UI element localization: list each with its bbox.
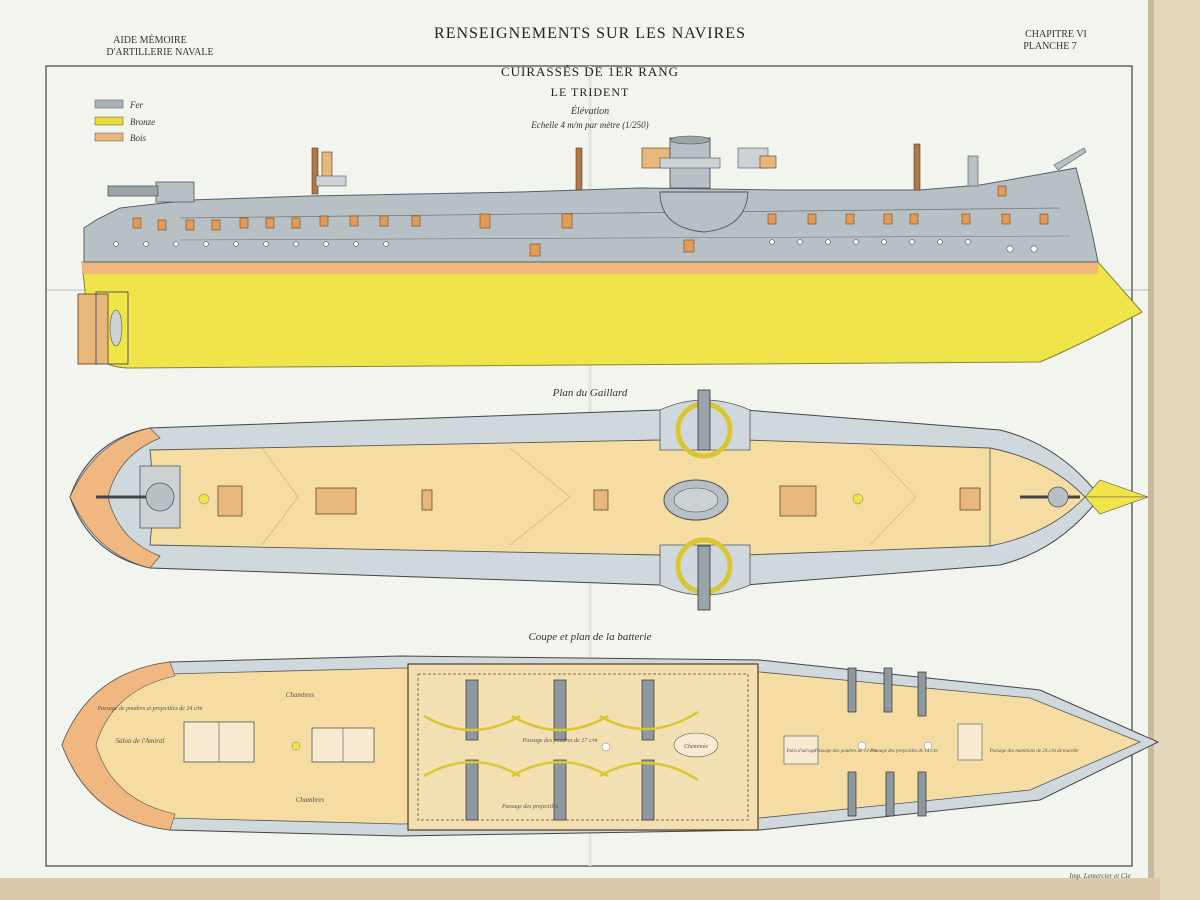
scale-note: Echelle 4 m/m par mètre (1/250)	[530, 120, 648, 130]
page-edge-shadow	[1148, 0, 1154, 900]
header-planche: PLANCHE 7	[1023, 41, 1077, 52]
label-cheminee: Cheminée	[684, 744, 708, 750]
label-passage-poudres-24: Passage de poudres et projectiles de 24 …	[96, 705, 203, 712]
legend-swatch-fer	[94, 99, 124, 109]
view-elevation: Élévation	[570, 105, 609, 117]
legend: Fer Bronze Bois	[94, 99, 155, 143]
gun-ports	[132, 185, 1049, 257]
section-gaillard-title: Plan du Gaillard	[552, 387, 628, 399]
legend-swatch-bois	[94, 132, 124, 142]
hull-upper	[83, 167, 1099, 263]
label-passage-projectiles: Passage des projectiles	[501, 804, 559, 810]
scuttles	[113, 239, 1038, 253]
hull-underwater	[81, 261, 1143, 369]
gaillard-plan	[69, 389, 1149, 611]
bottom-edge	[0, 878, 1160, 900]
boot-topping	[82, 262, 1098, 274]
label-passage-projectiles-14: Passage des projectiles de 14 c/m	[869, 749, 938, 754]
label-puits: Puits d'aérage	[786, 749, 817, 754]
legend-label-fer: Fer	[129, 100, 143, 110]
header-left-line2: D'ARTILLERIE NAVALE	[106, 47, 213, 58]
batterie-plan	[61, 655, 1160, 837]
legend-swatch-bronze	[94, 116, 124, 126]
page-edge	[1150, 0, 1200, 900]
legend-label-bois: Bois	[130, 133, 146, 143]
header-title: RENSEIGNEMENTS SUR LES NAVIRES	[434, 25, 746, 42]
plate-title: CUIRASSÉS DE 1ER RANG	[501, 64, 679, 79]
label-passage-poudres-14: Passage des poudres de 14 c/m	[814, 749, 878, 754]
header-chapter: CHAPITRE VI	[1025, 29, 1087, 40]
elevation-view	[46, 135, 1150, 369]
legend-label-bronze: Bronze	[130, 117, 155, 127]
label-chambres-top: Chambres	[286, 691, 315, 699]
battery-guns	[465, 667, 927, 821]
label-passage-poudres-27: Passage des poudres de 27 c/m	[522, 738, 599, 744]
rudder-propeller	[77, 291, 129, 365]
section-batterie-title: Coupe et plan de la batterie	[528, 631, 651, 643]
label-chambres-bottom: Chambres	[296, 796, 325, 804]
header-left-line1: AIDE MÉMOIRE	[113, 34, 187, 46]
ship-name: LE TRIDENT	[551, 85, 630, 99]
sponson	[659, 191, 749, 233]
imprint: Imp. Lemercier et Cie	[1068, 872, 1130, 880]
label-salon: Salon de l'Amiral	[116, 737, 165, 745]
label-passage-munitions: Passage des munitions de 24 c/m de toure…	[989, 749, 1080, 754]
